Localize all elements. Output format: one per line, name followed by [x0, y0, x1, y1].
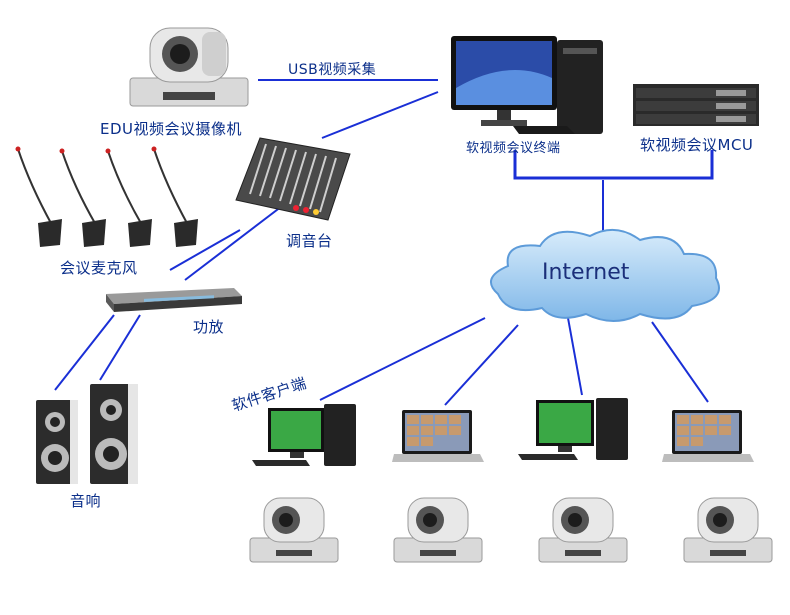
line-cloud-client4 — [651, 321, 709, 403]
line-cloud-client1 — [319, 317, 486, 401]
camera-icon — [249, 497, 339, 563]
line-amp-speaker-right — [99, 314, 141, 381]
desktop-pc-icon — [518, 398, 628, 460]
line-mixer-terminal — [321, 91, 439, 139]
cloud-icon — [489, 229, 720, 322]
camera-icon — [393, 497, 483, 563]
server-rack-icon — [633, 84, 759, 126]
camera-icon — [129, 27, 249, 107]
laptop-icon — [662, 410, 754, 462]
amplifier-label: 功放 — [193, 318, 225, 336]
usb-capture-label: USB视频采集 — [288, 62, 377, 78]
microphone-icon — [15, 146, 198, 247]
line-terminal-mcu-bracket — [513, 150, 714, 180]
amplifier-icon — [106, 288, 242, 312]
line-amp-speaker-left — [54, 314, 115, 391]
desktop-pc-icon — [451, 36, 603, 134]
audio-mixer-icon — [235, 137, 351, 221]
mixer-label: 调音台 — [286, 232, 333, 250]
line-cloud-client3 — [567, 317, 583, 396]
camera-icon — [683, 497, 773, 563]
edu-camera-label: EDU视频会议摄像机 — [100, 120, 243, 138]
mic-label: 会议麦克风 — [60, 259, 138, 277]
speaker-label: 音响 — [70, 492, 102, 510]
laptop-icon — [392, 410, 484, 462]
soft-mcu-label: 软视频会议MCU — [640, 136, 754, 154]
internet-label: Internet — [542, 260, 630, 285]
camera-icon — [538, 497, 628, 563]
soft-terminal-label: 软视频会议终端 — [466, 141, 561, 156]
line-mixer-amp — [184, 199, 291, 281]
speaker-icon — [36, 384, 138, 484]
line-mic-mixer — [169, 229, 241, 271]
line-cloud-client2 — [444, 324, 519, 406]
desktop-pc-icon — [252, 404, 356, 466]
